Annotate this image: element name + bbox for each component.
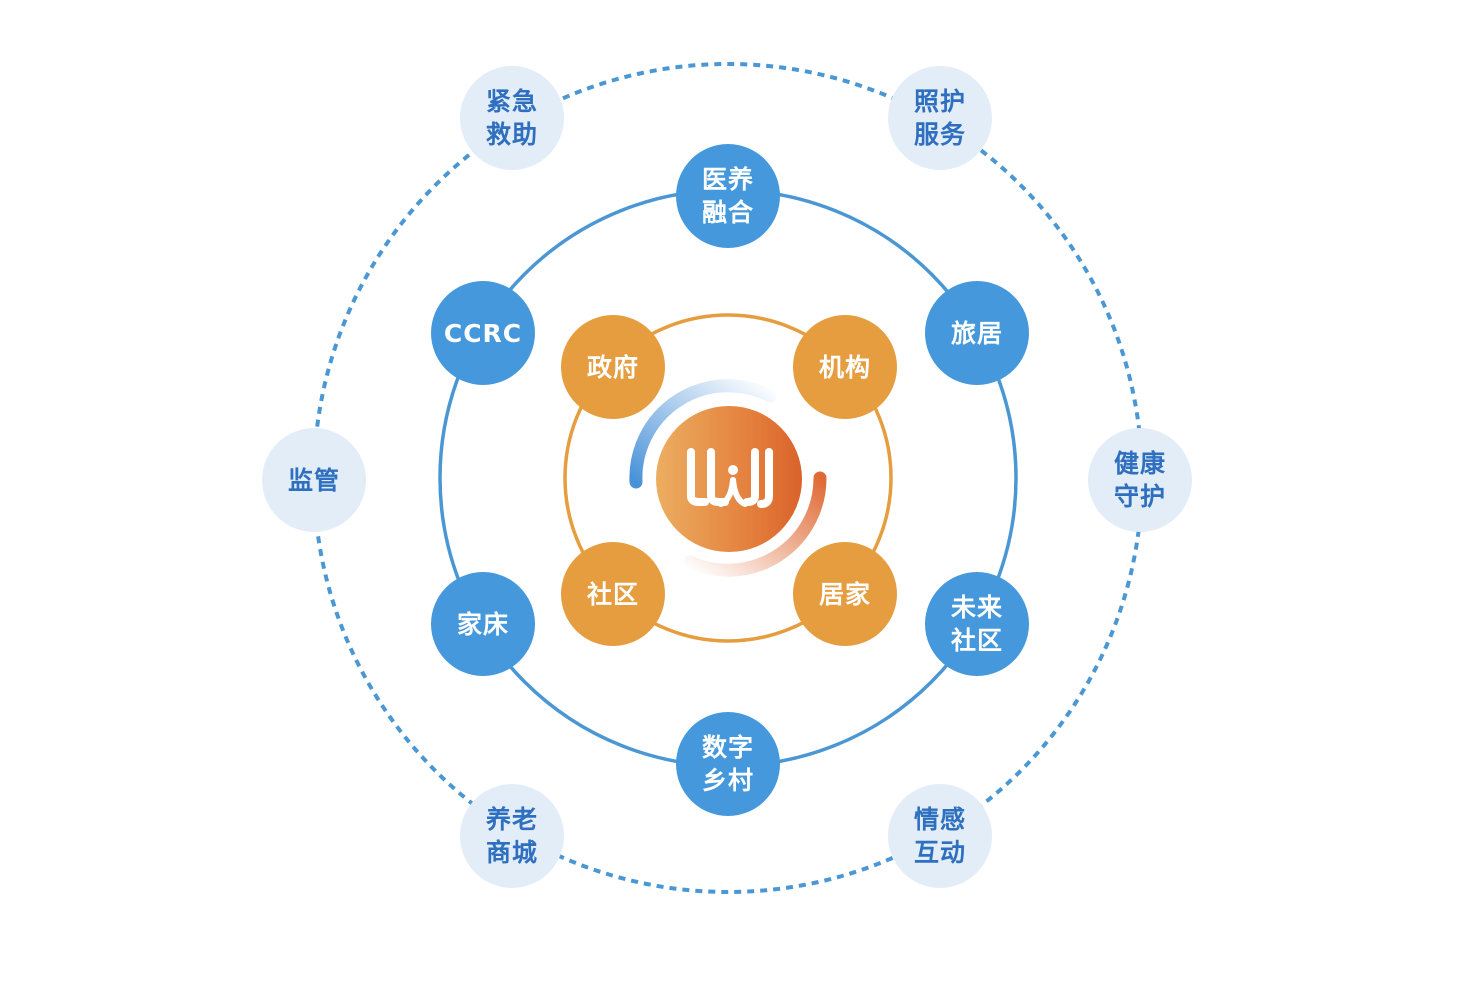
inner-node-label: 居家 [818,579,871,609]
middle-node-digital-village[interactable]: 数字 乡村 [676,712,780,816]
outer-node-label: 健康 守护 [1113,449,1166,511]
middle-node-label: 旅居 [950,318,1003,348]
inner-node-label: 社区 [586,579,639,609]
outer-node-label: 紧急 救助 [485,87,538,149]
inner-node-label: 机构 [818,352,871,382]
inner-ring [563,313,893,643]
blue-swoosh-arc [629,379,777,489]
outer-node-label: 监管 [287,465,340,495]
middle-node-label: 数字 乡村 [701,733,754,795]
outer-node-emotional-interaction[interactable]: 情感 互动 [888,784,992,888]
outer-node-label: 养老 商城 [485,805,538,867]
middle-node-future-community[interactable]: 未来 社区 [925,572,1029,676]
outer-node-label: 情感 互动 [913,805,966,867]
middle-node-label: 家床 [456,609,509,639]
logo-icon [687,448,773,508]
center-hub[interactable] [656,406,802,552]
outer-node-elderly-mall[interactable]: 养老 商城 [460,784,564,888]
outer-node-care-service[interactable]: 照护 服务 [888,66,992,170]
inner-node-institution[interactable]: 机构 [793,315,897,419]
inner-node-government[interactable]: 政府 [561,315,665,419]
orange-swoosh-arc [683,471,827,577]
middle-node-ccrc[interactable]: CCRC [431,281,535,385]
outer-node-health-guard[interactable]: 健康 守护 [1088,428,1192,532]
middle-node-label: 医养 融合 [701,165,754,227]
inner-node-community[interactable]: 社区 [561,542,665,646]
inner-node-home[interactable]: 居家 [793,542,897,646]
middle-node-label: CCRC [443,318,523,348]
outer-node-supervision[interactable]: 监管 [262,428,366,532]
middle-node-sojourn[interactable]: 旅居 [925,281,1029,385]
middle-node-label: 未来 社区 [950,593,1003,655]
inner-node-label: 政府 [586,352,639,382]
outer-node-label: 照护 服务 [913,87,966,149]
middle-node-medical-care[interactable]: 医养 融合 [676,144,780,248]
middle-node-home-bed[interactable]: 家床 [431,572,535,676]
outer-node-emergency-rescue[interactable]: 紧急 救助 [460,66,564,170]
